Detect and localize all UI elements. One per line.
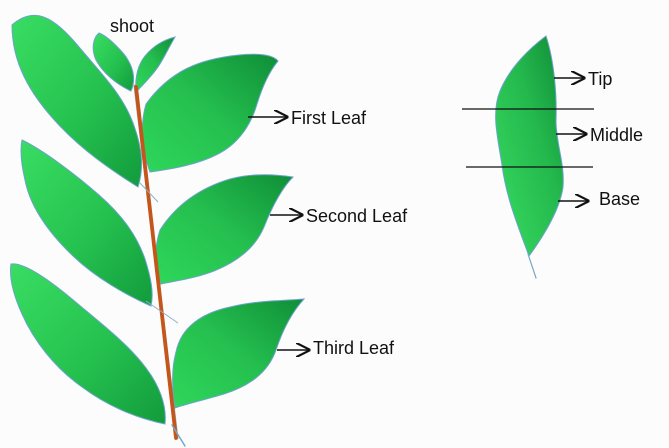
base-label: Base [599,189,640,209]
tip-label: Tip [588,69,612,89]
first-leaf [142,54,278,172]
middle-label: Middle [590,125,643,145]
second-leaf [156,175,293,284]
second-leaf-label: Second Leaf [306,206,408,226]
sample-leaf-stalk [528,254,536,278]
shoot-label: shoot [110,16,154,36]
leaf-section-diagram: Tip Middle Base [462,36,643,278]
third-leaf-label: Third Leaf [313,338,395,358]
first-leaf-label: First Leaf [291,108,367,128]
sample-leaf [496,36,564,256]
third-leaf [173,299,305,408]
plant [10,15,304,446]
